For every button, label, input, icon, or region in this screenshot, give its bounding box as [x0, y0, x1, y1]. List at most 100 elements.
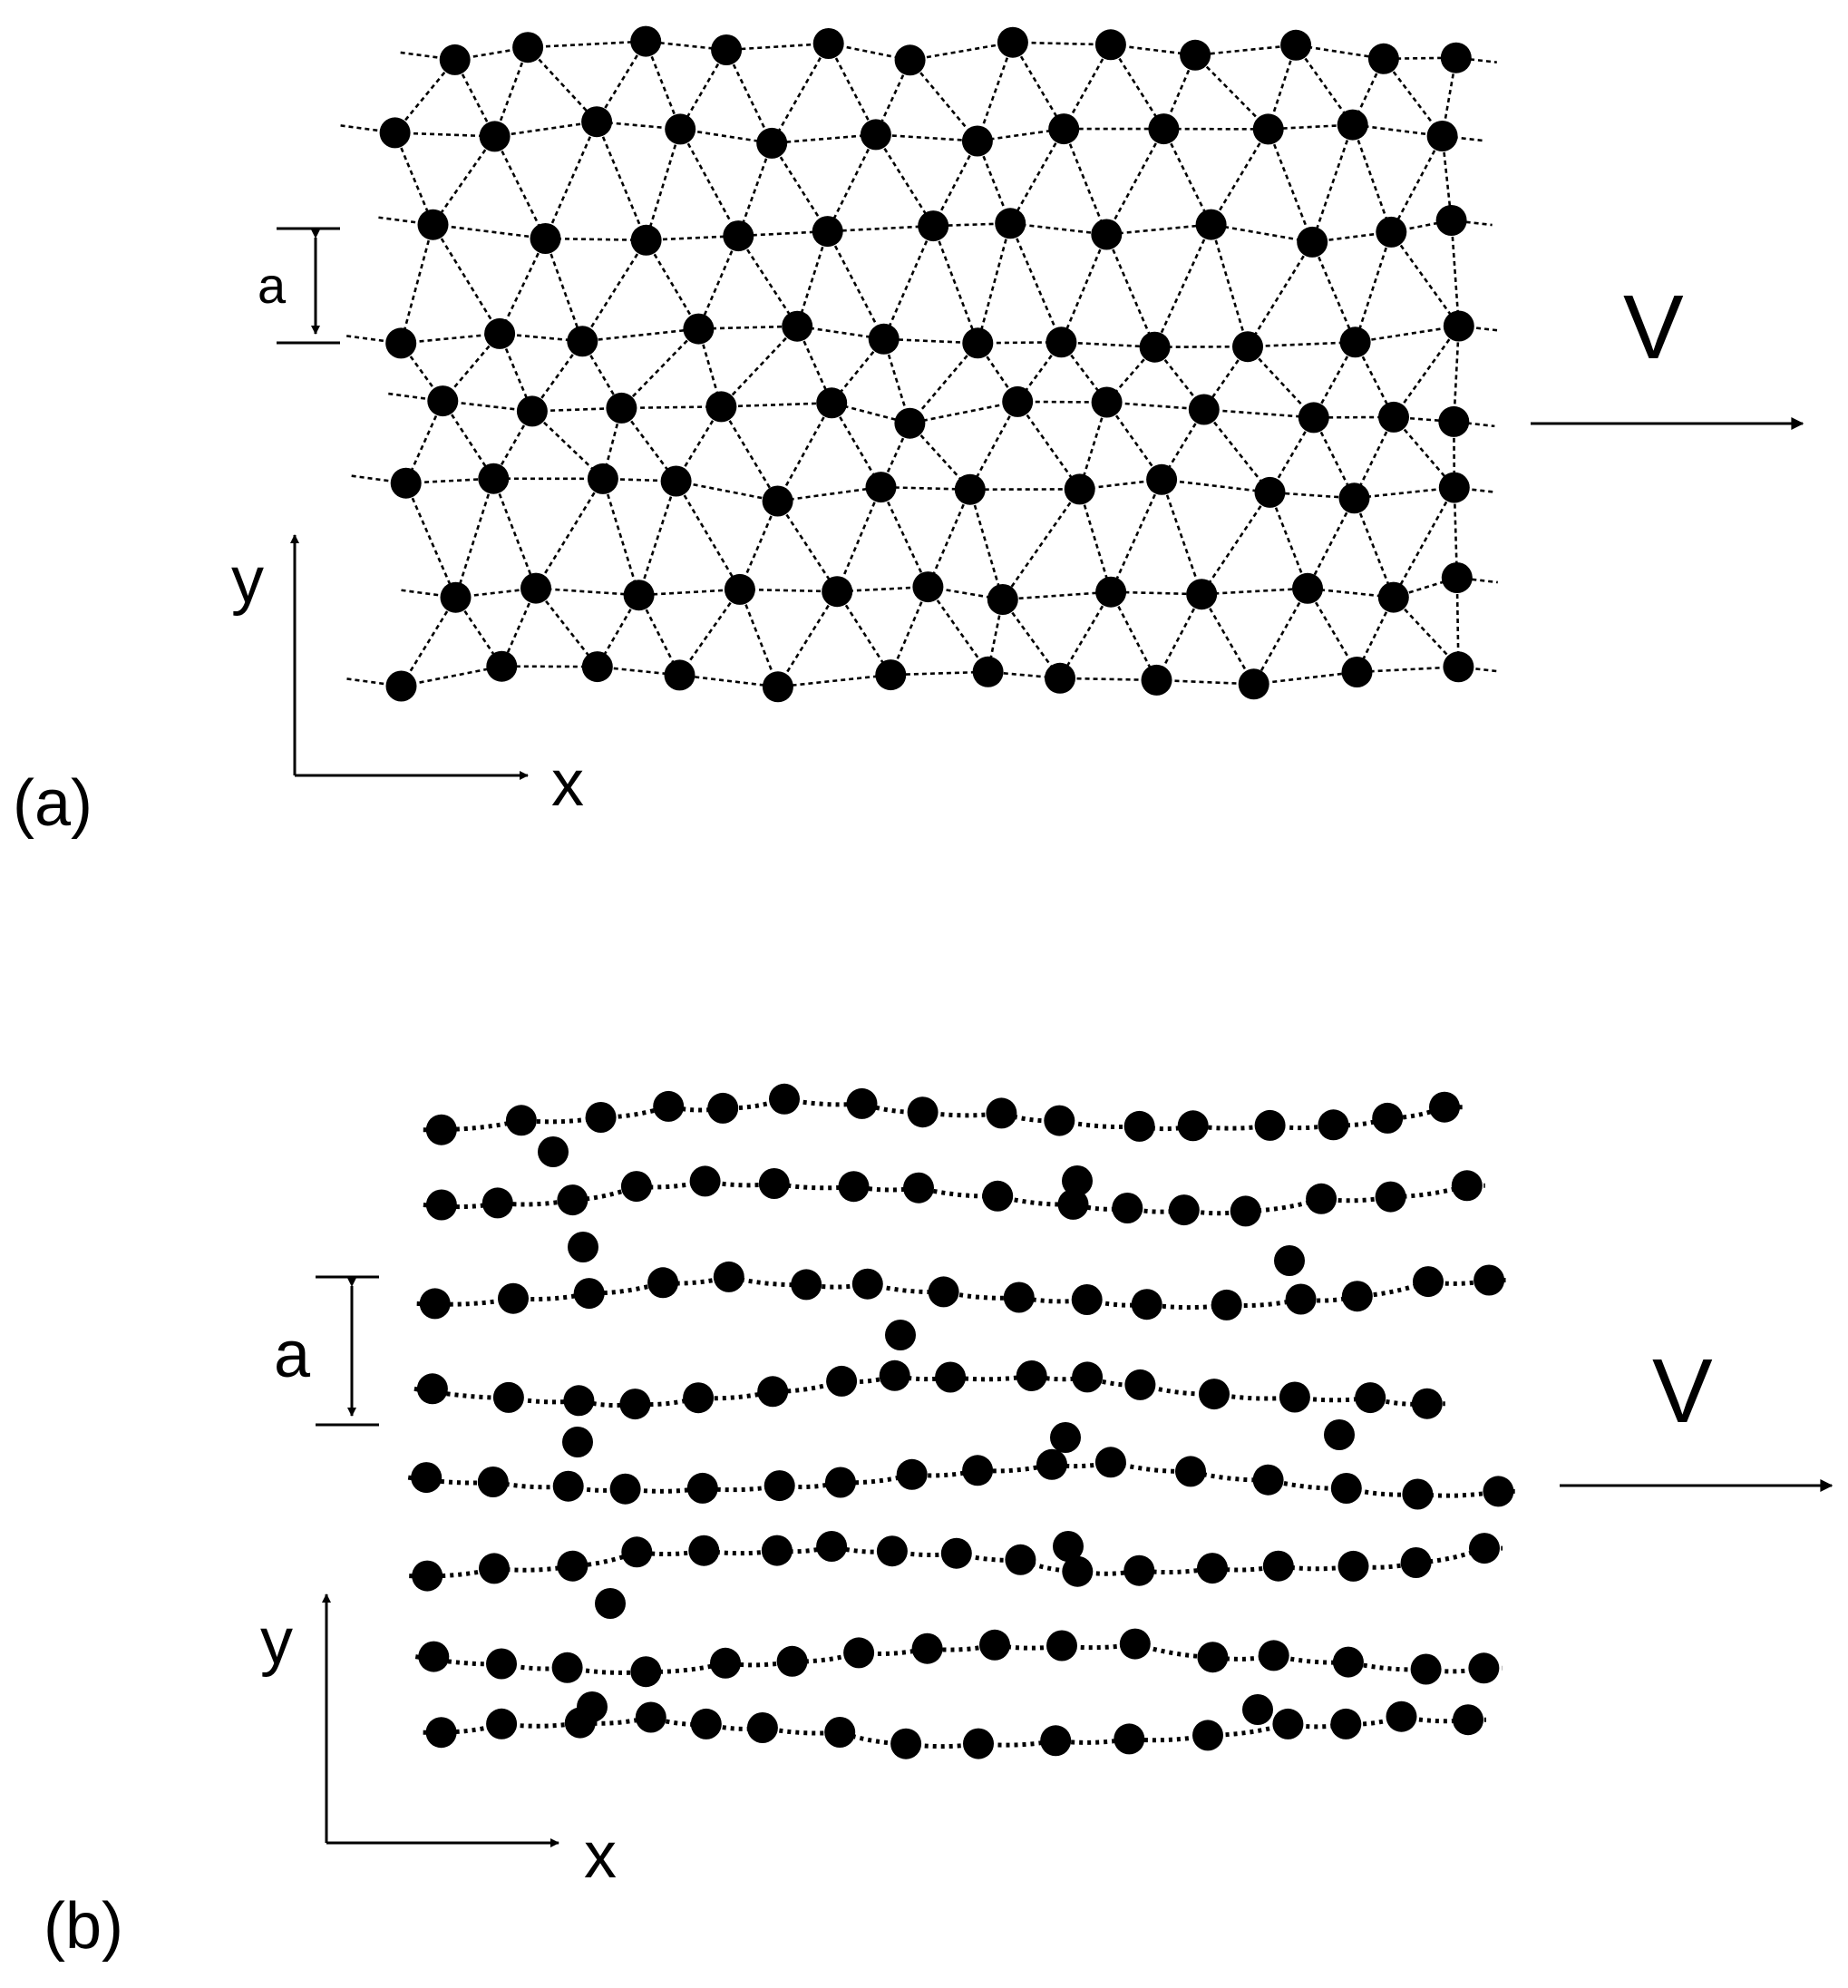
particle: [1197, 1642, 1229, 1673]
particle: [1211, 1289, 1242, 1320]
particle: [894, 407, 926, 439]
bond: [880, 486, 929, 588]
bond: [826, 133, 878, 232]
particle: [986, 1097, 1017, 1129]
bond: [1105, 234, 1156, 348]
particle: [1297, 226, 1328, 258]
interstitial-particle: [562, 1427, 593, 1457]
bond: [771, 43, 830, 144]
particle: [1468, 1652, 1500, 1684]
bond: [544, 121, 598, 239]
bond: [1009, 222, 1063, 343]
particle: [928, 1276, 959, 1308]
particle: [1186, 579, 1218, 610]
particle: [851, 1268, 883, 1300]
bond: [738, 589, 780, 687]
row-chain: [400, 40, 1497, 63]
particle: [1199, 1379, 1230, 1410]
bond: [432, 135, 496, 226]
particle: [609, 1473, 641, 1505]
particle: [416, 1373, 448, 1405]
bond: [1063, 128, 1108, 236]
particle: [1318, 1109, 1349, 1141]
particle: [1285, 1283, 1317, 1315]
particle: [385, 327, 417, 359]
particle: [412, 1560, 443, 1592]
bond: [835, 486, 882, 592]
x-axis-label-b: x: [584, 1819, 617, 1892]
bond: [637, 481, 677, 596]
particle: [987, 584, 1018, 615]
spacing-label-a: a: [258, 257, 287, 314]
axes-a: y x: [231, 534, 584, 820]
bond: [1310, 124, 1354, 243]
bond: [645, 129, 682, 241]
particle: [585, 1102, 617, 1133]
velocity-label-a: V: [1623, 277, 1684, 378]
bond: [399, 224, 434, 344]
particle: [711, 34, 743, 65]
interstitial-particle: [1274, 1245, 1305, 1276]
interstitial-particle: [595, 1588, 626, 1619]
particle: [791, 1269, 822, 1301]
bond: [1393, 416, 1455, 489]
bond: [400, 597, 457, 687]
particle: [1254, 476, 1286, 508]
particle: [425, 1189, 457, 1221]
particle: [1413, 1266, 1444, 1298]
row-chain: [340, 120, 1483, 145]
particle: [1062, 1555, 1094, 1587]
row-chain: [351, 474, 1495, 502]
particle: [1279, 1381, 1310, 1413]
particle: [1435, 205, 1467, 236]
velocity-label-b: V: [1652, 1340, 1713, 1442]
particle: [769, 1083, 800, 1115]
interstitial-particle: [1050, 1422, 1081, 1453]
particle: [1146, 463, 1178, 495]
particle: [1330, 1473, 1362, 1504]
particle: [1188, 394, 1220, 425]
particle: [1057, 1188, 1089, 1220]
particle: [630, 25, 662, 57]
chain-bonds-b: [407, 1096, 1517, 1749]
particle: [620, 1171, 652, 1203]
particle: [1036, 1448, 1067, 1480]
particle: [868, 323, 900, 355]
bond: [1210, 224, 1250, 347]
particle: [961, 125, 993, 157]
particle: [724, 573, 755, 605]
particle: [1438, 405, 1470, 437]
bond: [720, 325, 799, 408]
particle: [1046, 1630, 1077, 1662]
particle: [647, 1267, 679, 1299]
particle: [911, 1632, 943, 1664]
spacing-label-b: a: [274, 1319, 311, 1391]
bond: [836, 590, 892, 676]
particle: [1124, 1369, 1156, 1400]
axes-b: y x: [260, 1593, 617, 1892]
particle: [812, 28, 844, 59]
particle: [838, 1171, 870, 1203]
row-chain: [413, 1373, 1445, 1408]
particle: [776, 1645, 808, 1677]
particle: [982, 1180, 1014, 1212]
particle: [1483, 1476, 1514, 1507]
particle: [390, 467, 422, 499]
particle: [875, 659, 907, 691]
particle: [1148, 113, 1180, 145]
particle: [710, 1647, 741, 1679]
particle: [530, 223, 561, 254]
bond: [737, 235, 799, 327]
interstitial-particle: [538, 1136, 569, 1167]
row-chain: [388, 392, 1495, 428]
particle: [1094, 1447, 1126, 1478]
particle: [1045, 662, 1075, 694]
particle: [1402, 1478, 1434, 1510]
particle: [756, 127, 788, 159]
particle: [972, 656, 1004, 687]
particle: [1123, 1554, 1155, 1586]
particle: [1114, 1723, 1145, 1755]
particle: [1230, 1195, 1261, 1227]
bond: [530, 340, 584, 413]
